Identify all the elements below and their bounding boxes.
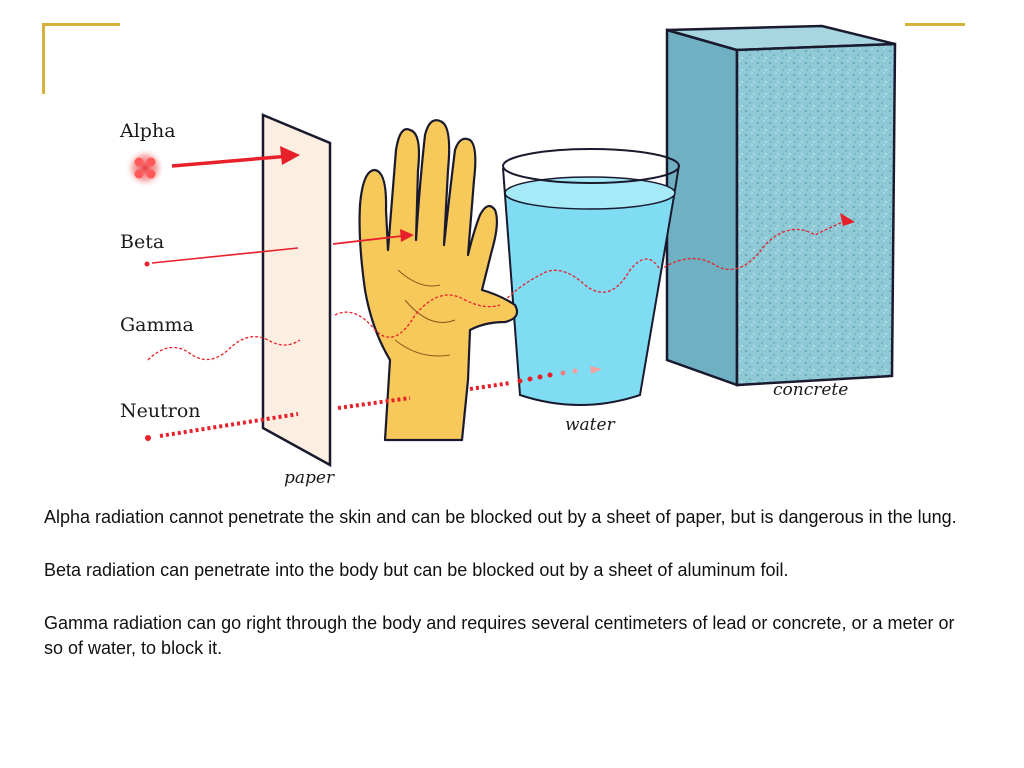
label-beta: Beta [120, 231, 164, 253]
hand-illustration [358, 119, 519, 442]
gamma-wave-through-water [499, 258, 661, 306]
corner-bracket-top-right-h [905, 23, 965, 26]
water-glass [502, 148, 680, 406]
radiation-penetration-diagram: Alpha Beta Gamma Neutron paper water con… [119, 24, 897, 488]
alpha-description: Alpha radiation cannot penetrate the ski… [44, 507, 957, 527]
beta-arrow-after-paper [332, 235, 403, 245]
corner-bracket-top-left-h [42, 23, 120, 26]
alpha-particle [125, 148, 165, 188]
gamma-wave-through-hand [334, 294, 501, 338]
beta-particle [144, 261, 150, 267]
beta-arrowhead [400, 229, 414, 242]
alpha-arrow [171, 154, 291, 168]
gamma-arrowhead [840, 213, 855, 226]
corner-bracket-top-left-v [42, 23, 45, 94]
neutron-beam [145, 381, 511, 441]
explanation-text: Alpha radiation cannot penetrate the ski… [44, 505, 974, 689]
concrete-block [665, 24, 897, 387]
label-alpha: Alpha [119, 120, 176, 142]
paper-sheet [261, 113, 332, 468]
alpha-arrowhead [280, 146, 300, 165]
label-water: water [565, 415, 616, 435]
label-gamma: Gamma [120, 314, 194, 336]
label-neutron: Neutron [120, 400, 201, 422]
label-concrete: concrete [773, 380, 848, 400]
neutron-dots-in-water [517, 366, 602, 384]
gamma-wave-through-concrete [659, 219, 849, 271]
gamma-description: Gamma radiation can go right through the… [44, 613, 955, 658]
label-paper: paper [284, 468, 335, 488]
beta-arrow-before-paper [151, 247, 299, 264]
gamma-wave-before-paper [147, 336, 301, 361]
beta-description: Beta radiation can penetrate into the bo… [44, 560, 789, 580]
